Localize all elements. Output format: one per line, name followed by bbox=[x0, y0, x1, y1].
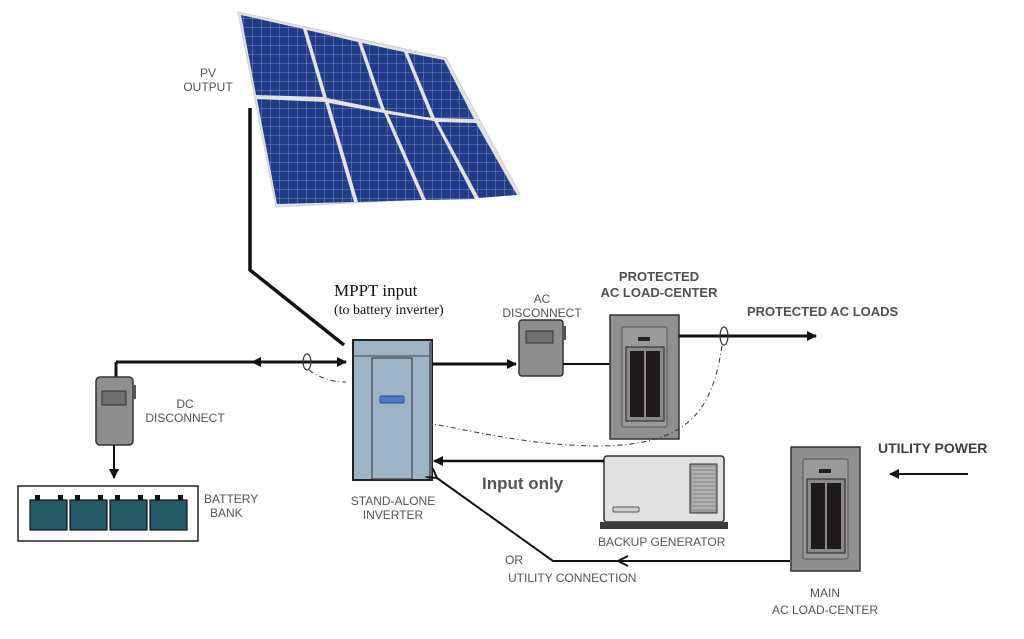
label-line: AC LOAD-CENTER bbox=[600, 285, 718, 300]
label-line: AC LOAD-CENTER bbox=[771, 603, 878, 617]
battery bbox=[109, 495, 148, 531]
label-line: MAIN bbox=[810, 586, 840, 600]
label-line: DISCONNECT bbox=[145, 411, 225, 425]
solar-module bbox=[329, 103, 422, 202]
label-mppt-input: MPPT input bbox=[334, 281, 418, 300]
label-line: INVERTER bbox=[362, 508, 424, 522]
battery bbox=[29, 495, 68, 531]
label-mppt-note: (to battery inverter) bbox=[334, 303, 444, 318]
solar-module bbox=[362, 43, 431, 118]
solar-module bbox=[257, 99, 354, 204]
sensor-lead-ac bbox=[431, 345, 723, 447]
label-protected-ac-loads: PROTECTED AC LOADS bbox=[747, 304, 899, 319]
label-line: BANK bbox=[210, 506, 243, 520]
utility-connection-wire bbox=[437, 478, 790, 562]
backup-generator bbox=[600, 455, 728, 529]
label-line: PV bbox=[199, 66, 216, 80]
label-input-only: Input only bbox=[482, 474, 564, 493]
battery bbox=[69, 495, 108, 531]
stand-alone-inverter bbox=[352, 339, 433, 481]
label-main-load-center: MAIN AC LOAD-CENTER bbox=[762, 585, 888, 619]
main-load-center bbox=[790, 446, 861, 572]
ac-disconnect bbox=[518, 319, 566, 377]
solar-module bbox=[438, 122, 517, 198]
solar-array bbox=[237, 11, 521, 208]
label-stand-alone-inverter: STAND-ALONE INVERTER bbox=[340, 494, 446, 522]
label-battery-bank: BATTERY BANK bbox=[204, 492, 264, 520]
label-utility-connection: UTILITY CONNECTION bbox=[508, 571, 637, 585]
current-sensor bbox=[302, 353, 312, 371]
utility-connection-arrow bbox=[615, 555, 629, 567]
battery-bank bbox=[17, 485, 199, 542]
dc-disconnect bbox=[95, 376, 136, 446]
label-utility-power: UTILITY POWER bbox=[878, 440, 988, 456]
protected-load-center bbox=[609, 314, 680, 440]
label-line: AC bbox=[533, 292, 551, 306]
solar-module bbox=[408, 53, 474, 119]
label-or: OR bbox=[505, 553, 523, 567]
current-sensor-ac bbox=[719, 326, 729, 346]
sensor-lead-dc bbox=[308, 369, 347, 383]
pv-output-wire bbox=[248, 108, 346, 347]
battery bbox=[149, 495, 188, 531]
label-line: DISCONNECT bbox=[502, 306, 582, 320]
inverter-indicator bbox=[379, 395, 405, 404]
label-line: STAND-ALONE bbox=[350, 494, 436, 508]
solar-module bbox=[241, 15, 323, 97]
label-backup-generator: BACKUP GENERATOR bbox=[598, 535, 726, 549]
label-dc-disconnect: DC DISCONNECT bbox=[140, 397, 230, 425]
label-line: DC bbox=[176, 397, 194, 411]
label-ac-disconnect: AC DISCONNECT bbox=[498, 292, 586, 320]
solar-module bbox=[388, 114, 475, 200]
label-line: OUTPUT bbox=[183, 80, 233, 94]
solar-module bbox=[307, 30, 381, 109]
label-line: BATTERY bbox=[204, 492, 259, 506]
label-pv-output: PV OUTPUT bbox=[168, 66, 248, 94]
label-line: PROTECTED bbox=[618, 269, 700, 284]
label-protected-load-center: PROTECTED AC LOAD-CENTER bbox=[594, 269, 724, 301]
